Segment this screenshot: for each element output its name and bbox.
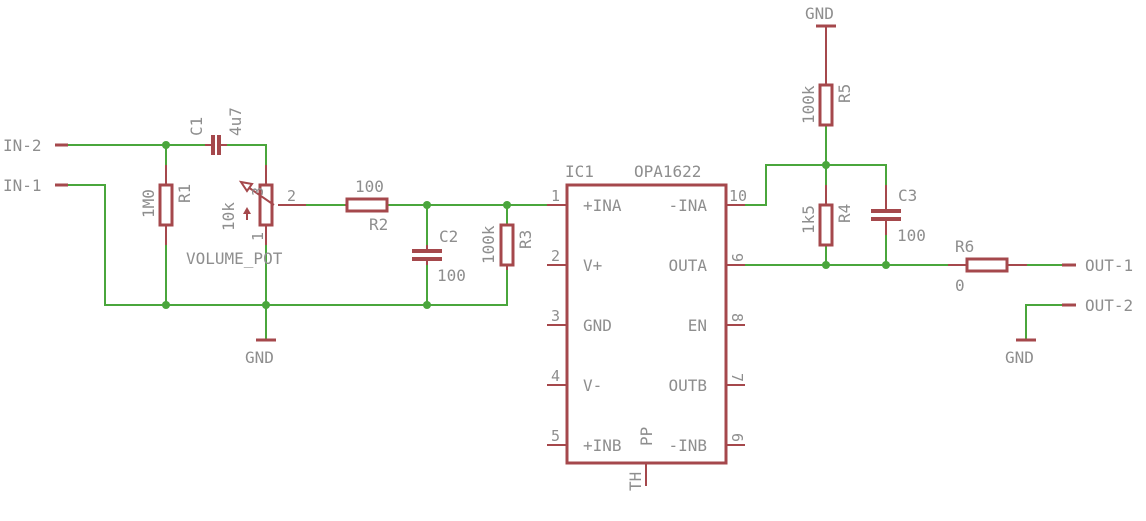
ic1-pin7-label: OUTB	[668, 376, 707, 395]
r5-name-label: R5	[835, 84, 854, 103]
junction-out-r4	[822, 261, 830, 269]
ic1-pin9-label: OUTA	[668, 256, 707, 275]
junction-c2-top	[423, 201, 431, 209]
ic1-pin2-label: V+	[583, 256, 602, 275]
wire-out2-gnd	[1025, 304, 1063, 341]
pot-value-label: 10k	[219, 202, 238, 231]
c2-value-label: 100	[437, 266, 466, 285]
r2-name-label: R2	[369, 215, 388, 234]
pot-pin3-label: 3	[249, 187, 267, 196]
connector-in1[interactable]: IN-1	[3, 176, 68, 195]
pot-pin2-label: 2	[287, 187, 296, 205]
r2-value-label: 100	[355, 177, 384, 196]
wire-c1-pot	[226, 144, 267, 166]
ic1-pin1-label: +INA	[583, 196, 622, 215]
wiper-arrow-icon	[243, 207, 251, 214]
c1-name-label: C1	[187, 117, 206, 136]
ground-left-label: GND	[245, 348, 274, 367]
ic1-pin7-number: 7	[728, 373, 746, 382]
ic1-pin10-number: 10	[729, 187, 747, 205]
ic1-opa1622[interactable]: IC1 OPA1622 1 2 3 4 5 +INA V+ GND V- +IN…	[547, 162, 747, 491]
potentiometer-volume[interactable]: 3 1 2 10k VOLUME_POT	[186, 165, 306, 268]
r5-value-label: 100k	[799, 85, 818, 124]
pot-pin1-label: 1	[249, 232, 267, 241]
r3-name-label: R3	[516, 230, 535, 249]
ground-top-label: GND	[805, 4, 834, 23]
wire-in1-ground-rail	[67, 184, 508, 306]
ic1-pin9-number: 9	[728, 253, 746, 262]
ic1-pin8-label: EN	[688, 316, 707, 335]
capacitor-c2[interactable]: C2 100	[412, 227, 466, 285]
junction-r3-top	[503, 201, 511, 209]
c3-value-label: 100	[897, 226, 926, 245]
junction-gnd-c2	[423, 301, 431, 309]
resistor-r2[interactable]: 100 R2	[345, 177, 389, 234]
junction-gnd-r1	[162, 301, 170, 309]
connector-in2[interactable]: IN-2	[3, 136, 68, 155]
ic1-value-label: OPA1622	[634, 162, 701, 181]
ic1-pin10-label: -INA	[668, 196, 707, 215]
resistor-r6[interactable]: R6 0	[948, 237, 1027, 295]
connector-out1[interactable]: OUT-1	[1062, 256, 1133, 275]
ic1-pin5-label: +INB	[583, 436, 622, 455]
ic1-pin4-label: V-	[583, 376, 602, 395]
capacitor-c3[interactable]: C3 100	[871, 185, 926, 245]
resistor-r4[interactable]: 1k5 R4	[799, 185, 854, 247]
c2-name-label: C2	[439, 227, 458, 246]
r6-name-label: R6	[955, 237, 974, 256]
ic1-pin5-number: 5	[551, 427, 560, 445]
ground-symbol-top: GND	[805, 4, 836, 85]
wire-ina-minus	[744, 164, 887, 206]
r3-value-label: 100k	[479, 225, 498, 264]
resistor-r3[interactable]: 100k R3	[479, 223, 535, 270]
ic1-pin1-number: 1	[551, 187, 560, 205]
junction-gnd-pot	[262, 301, 270, 309]
pot-name-label: VOLUME_POT	[186, 249, 283, 268]
connector-in2-label: IN-2	[3, 136, 42, 155]
ground-right-label: GND	[1005, 348, 1034, 367]
ic1-pin3-label: GND	[583, 316, 612, 335]
c3-name-label: C3	[898, 186, 917, 205]
r6-value-label: 0	[955, 276, 965, 295]
capacitor-c1[interactable]: C1 4u7	[187, 107, 245, 155]
resistor-r1[interactable]: 1M0 R1	[139, 165, 194, 245]
ic1-thermal-label: TH	[626, 472, 645, 491]
r4-value-label: 1k5	[799, 205, 818, 234]
ground-symbol-left: GND	[245, 338, 276, 367]
r1-value-label: 1M0	[139, 189, 158, 218]
junction-out-c3	[882, 261, 890, 269]
ic1-pin6-number: 6	[728, 433, 746, 442]
connector-out2-label: OUT-2	[1085, 296, 1133, 315]
r4-name-label: R4	[835, 204, 854, 223]
ic1-name-label: IC1	[565, 162, 594, 181]
ic1-pin2-number: 2	[551, 247, 560, 265]
resistor-r5[interactable]: 100k R5	[799, 83, 854, 127]
connector-out2[interactable]: OUT-2	[1062, 296, 1133, 315]
ic1-pad-label: PP	[637, 427, 656, 446]
c1-value-label: 4u7	[226, 107, 245, 136]
connector-out1-label: OUT-1	[1085, 256, 1133, 275]
junction-fb-node	[822, 161, 830, 169]
ic1-pin8-number: 8	[728, 313, 746, 322]
ground-symbol-right: GND	[1005, 338, 1036, 367]
ic1-pin3-number: 3	[551, 307, 560, 325]
connector-in1-label: IN-1	[3, 176, 42, 195]
junctions	[162, 141, 890, 309]
junction-in2-r1	[162, 141, 170, 149]
ic1-pin4-number: 4	[551, 367, 560, 385]
r1-name-label: R1	[175, 184, 194, 203]
ic1-pin6-label: -INB	[668, 436, 707, 455]
